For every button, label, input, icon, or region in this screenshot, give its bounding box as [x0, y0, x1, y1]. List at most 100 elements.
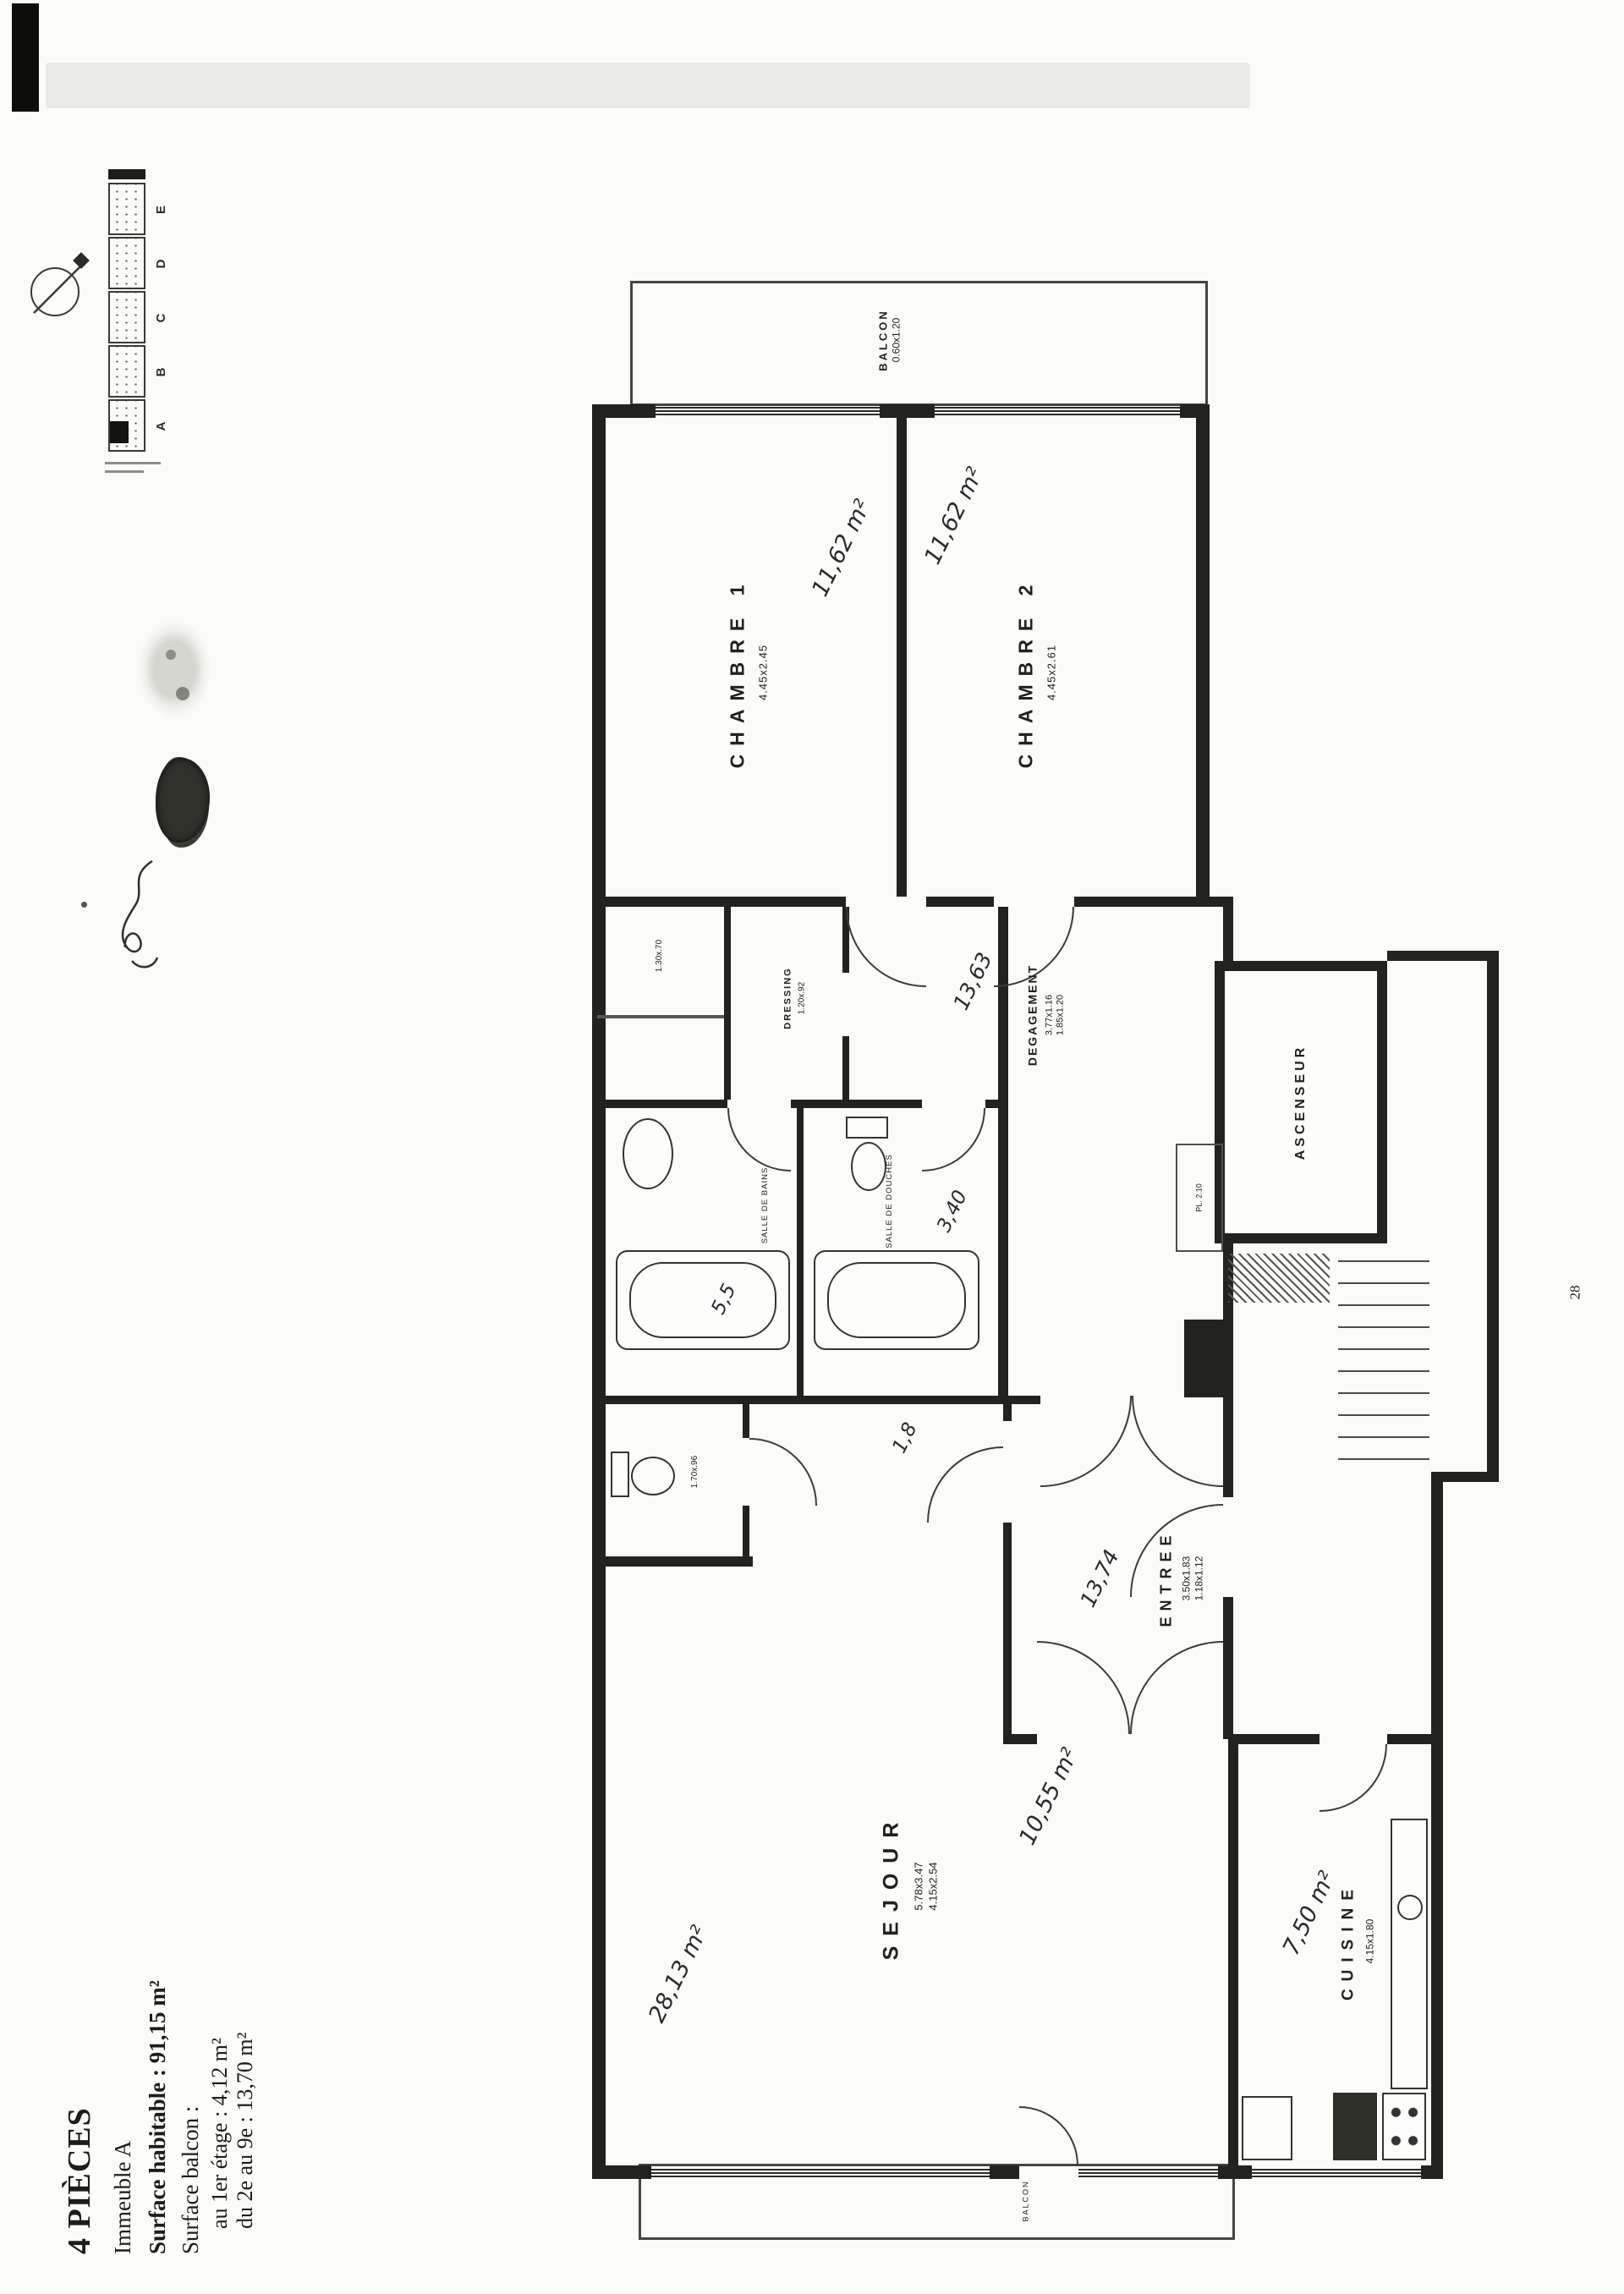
washbasin: [623, 1118, 673, 1189]
key-plan-unit-cell: [108, 237, 145, 289]
window: [1252, 2169, 1421, 2177]
room-dims: 4.15x1.80: [1363, 1918, 1376, 1964]
wall: [1421, 2165, 1443, 2179]
wall-chunk: [1184, 1320, 1233, 1397]
wall: [1003, 1523, 1012, 1734]
room-label-cuisine: CUISINE 4.15x1.80: [1339, 1882, 1377, 2000]
scan-artifact-band: [46, 63, 1250, 108]
wall: [842, 907, 849, 973]
key-plan-unit-cell: [108, 345, 145, 398]
key-plan-unit-letter: B: [154, 367, 168, 377]
key-plan-caption-line: [105, 470, 144, 473]
kitchen-counter: [1391, 1819, 1428, 2089]
room-name: CHAMBRE 2: [1014, 576, 1037, 769]
room-name: ENTREE: [1157, 1529, 1175, 1627]
door-arc: [1040, 1396, 1132, 1487]
wall: [998, 907, 1008, 1396]
key-plan-unit-cell: [108, 291, 145, 343]
closet-pl-outline: [1176, 1144, 1223, 1252]
wall: [724, 907, 731, 1100]
key-plan-you-are-here-marker: [110, 421, 129, 443]
room-dims: 1.30x.70: [654, 939, 664, 973]
key-plan-unit-cell: [108, 183, 145, 235]
page-number-text: 28: [1566, 1285, 1583, 1300]
wall: [743, 1506, 749, 1556]
handwritten-area: 10,55 m²: [1014, 1743, 1084, 1850]
wall: [1003, 1734, 1037, 1744]
key-plan-caption-line: [105, 462, 161, 464]
wall: [592, 897, 846, 907]
handwritten-area: 13,63: [948, 948, 997, 1014]
room-label-chambre2: CHAMBRE 2 4.45x2.61: [1014, 577, 1059, 769]
room-name: DRESSING: [782, 967, 793, 1029]
kitchen-sink: [1397, 1895, 1423, 1920]
wall: [1223, 1597, 1233, 1739]
north-compass-icon: [30, 252, 90, 316]
wall: [880, 404, 935, 418]
room-dims: 4.45x2.45: [756, 644, 770, 701]
door-arc: [727, 1108, 791, 1172]
building-name: Immeuble A: [110, 2140, 135, 2254]
room-name: SALLE DE BAINS: [760, 1166, 771, 1244]
wall: [592, 404, 606, 2179]
room-name: CHAMBRE 1: [726, 576, 749, 769]
balcony-top-outline: [630, 281, 1208, 406]
door-arc: [1130, 1641, 1223, 1734]
window: [651, 2169, 990, 2177]
room-dims: 4.15x2.54: [926, 1862, 940, 1911]
shower-tub-inner: [827, 1262, 966, 1338]
room-dims: 4.45x2.61: [1045, 644, 1058, 701]
scan-smudge-dot: [166, 650, 176, 660]
wall: [897, 413, 907, 897]
surface-balcon-line1: au 1er étage : 4,12 m²: [207, 2038, 232, 2229]
room-dims: 1.20x.92: [797, 981, 807, 1015]
room-dims: 5.78x3.47: [912, 1862, 925, 1911]
room-name: SEJOUR: [879, 1812, 903, 1961]
wall: [926, 897, 994, 907]
key-plan-cap: [108, 169, 145, 179]
room-label-placard: PL. 2.10: [1194, 1183, 1204, 1212]
wall: [592, 1396, 1007, 1404]
wall: [791, 1100, 922, 1108]
handwritten-area: 11,62 m²: [807, 495, 876, 601]
pen-dot: [81, 902, 87, 908]
wall: [842, 1036, 849, 1100]
handwritten-area: 1,8: [888, 1419, 922, 1457]
scan-smudge: [137, 619, 211, 719]
surface-balcon-label: Surface balcon :: [178, 2105, 203, 2254]
door-arc: [1037, 1641, 1130, 1734]
room-dims: 3.77x1.16: [1044, 994, 1054, 1036]
toilet-tank: [846, 1117, 888, 1139]
handwritten-area: 7,50 m²: [1277, 1867, 1341, 1960]
toilet-tank: [611, 1452, 629, 1497]
key-plan-unit-letter: E: [154, 206, 168, 215]
wall: [990, 2165, 1019, 2179]
key-plan-unit-letter: A: [154, 421, 168, 431]
wall: [1223, 1396, 1233, 1497]
room-label-chambre1: CHAMBRE 1 4.45x2.45: [726, 577, 771, 769]
building-key-plan: E D C B A: [100, 167, 235, 489]
door-arc: [1019, 2106, 1078, 2165]
door-arc: [749, 1438, 817, 1506]
key-plan-unit-letter: C: [154, 313, 168, 323]
page-number: 28: [1566, 1286, 1583, 1300]
wall: [1003, 1396, 1012, 1421]
wall: [1487, 951, 1499, 1482]
room-dims: 3.50x1.83: [1179, 1556, 1192, 1601]
wall: [592, 2165, 651, 2179]
door-arc: [1320, 1744, 1387, 1812]
room-label-entree: ENTREE 3.50x1.83 1.18x1.12: [1156, 1529, 1205, 1627]
landing-hatch: [1228, 1254, 1330, 1303]
room-label-salle-de-douches: SALLE DE DOUCHES: [885, 1154, 895, 1249]
kitchen-fridge: [1242, 2096, 1292, 2160]
plan-title: 4 PIÈCES: [62, 2107, 97, 2254]
room-dims: 1.70x.96: [689, 1455, 700, 1489]
room-name: PL. 2.10: [1194, 1183, 1204, 1212]
wall: [592, 1556, 753, 1567]
room-name: BALCON: [1021, 2180, 1030, 2222]
room-name: DEGAGEMENT: [1025, 963, 1040, 1067]
wall: [592, 1100, 727, 1108]
stairs: [1338, 1260, 1429, 1463]
window: [1078, 2169, 1218, 2177]
window: [935, 407, 1180, 415]
